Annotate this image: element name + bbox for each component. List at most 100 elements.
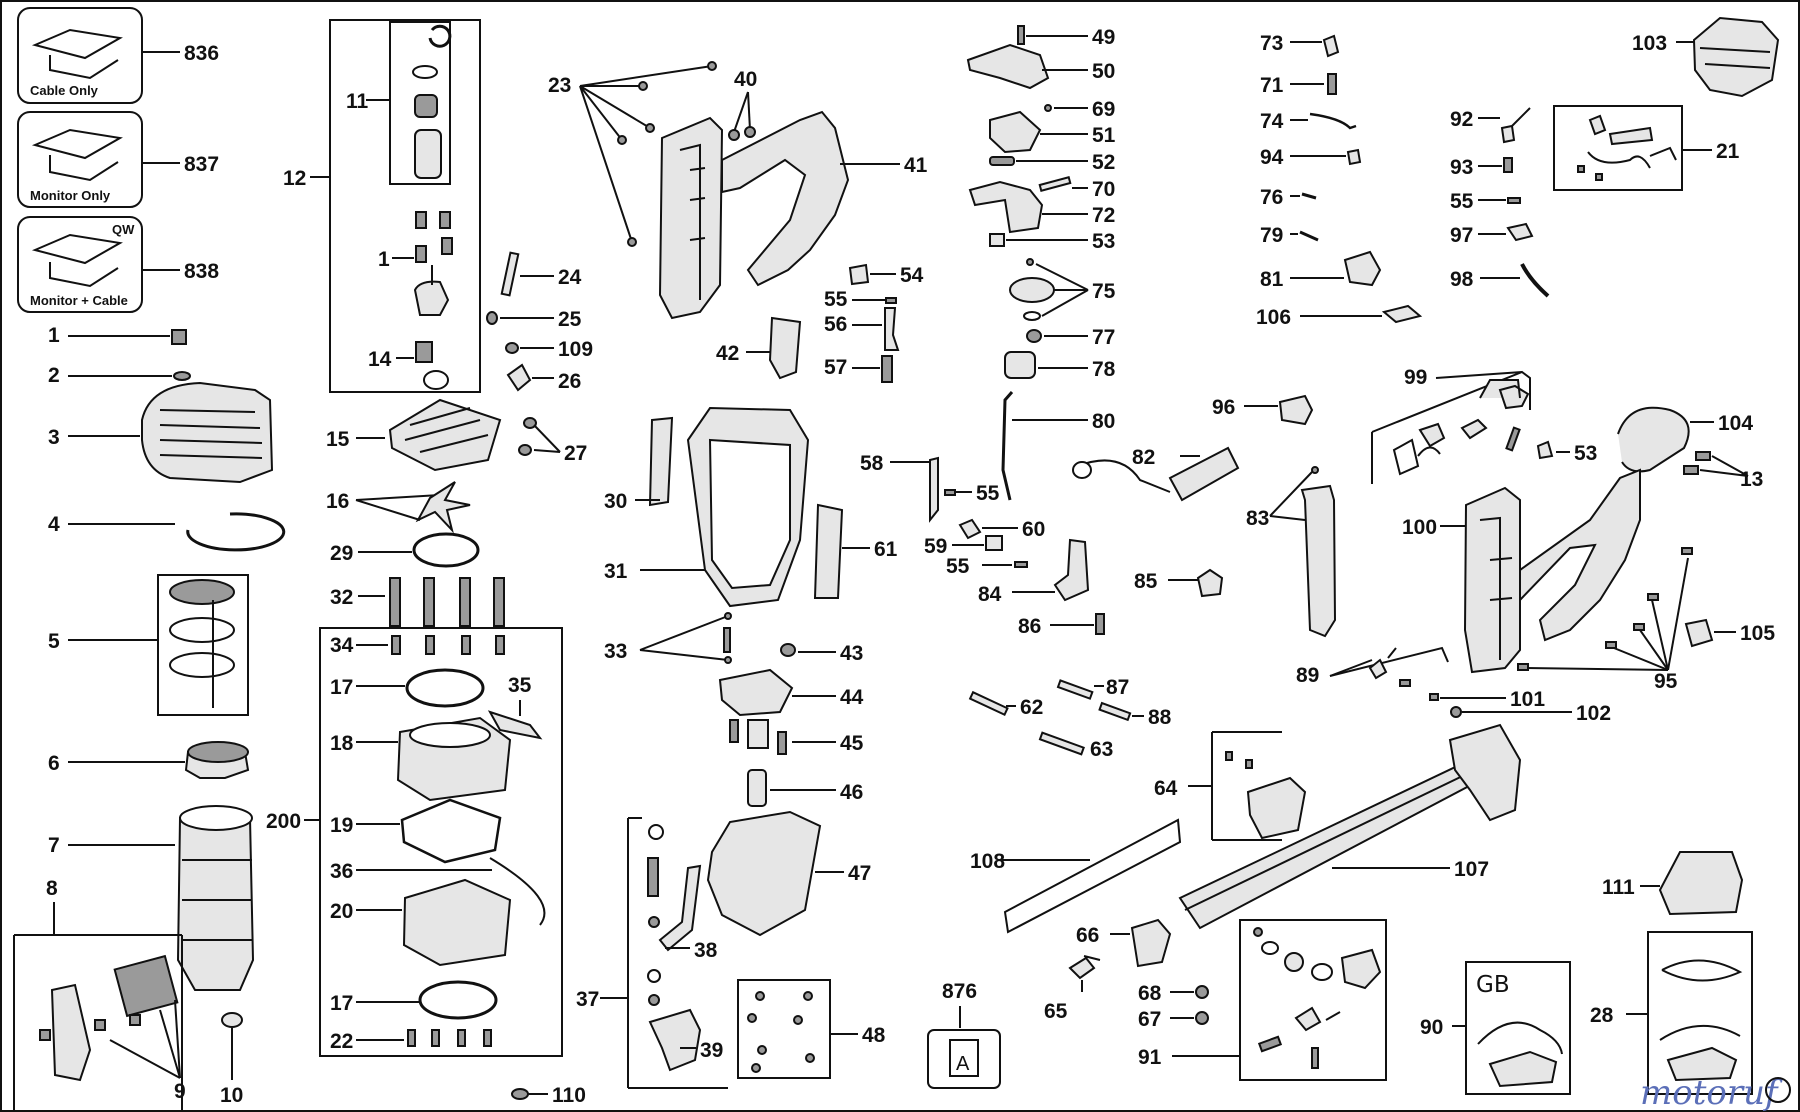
part-2: 2 <box>48 364 191 387</box>
kit-836: Cable Only 836 <box>17 7 219 104</box>
callout-101: 101 <box>1510 688 1545 711</box>
part-72: 72 <box>968 180 1115 234</box>
callout-98: 98 <box>1450 268 1474 291</box>
callout-83: 83 <box>1246 507 1269 530</box>
callout-65: 65 <box>1044 1000 1068 1023</box>
part-43: 43 <box>780 642 863 665</box>
rear-frame <box>1463 486 1521 674</box>
callout-107: 107 <box>1454 858 1489 881</box>
callout-77: 77 <box>1092 326 1115 349</box>
part-103: 103 <box>1632 16 1780 98</box>
callout-49: 49 <box>1092 26 1115 49</box>
part-75: 75 <box>1009 258 1116 321</box>
kit-838: QW Monitor + Cable 838 <box>17 216 219 313</box>
part-102: 102 <box>1450 702 1611 725</box>
callout-2: 2 <box>48 364 60 387</box>
kit-838-tag: QW <box>112 222 135 237</box>
part-108: 108 <box>970 818 1182 934</box>
callout-70: 70 <box>1092 178 1115 201</box>
callout-20: 20 <box>330 900 353 923</box>
belt-hook <box>1617 406 1690 473</box>
callout-22: 22 <box>330 1030 353 1053</box>
callout-72: 72 <box>1092 204 1115 227</box>
part-23: 23 <box>548 61 717 247</box>
callout-8: 8 <box>46 877 58 900</box>
part-66: 66 <box>1076 918 1172 968</box>
part-109: 109 <box>505 338 593 361</box>
callout-17a: 17 <box>330 676 353 699</box>
part-60: 60 <box>958 518 1045 541</box>
part-64: 64 <box>1154 731 1307 841</box>
part-97: 97 <box>1450 222 1534 247</box>
part-26: 26 <box>506 363 581 393</box>
part-78: 78 <box>1004 351 1116 381</box>
callout-55d: 55 <box>1450 190 1474 213</box>
callout-838: 838 <box>184 260 219 283</box>
charger <box>1658 851 1744 916</box>
part-876: 876 A <box>927 980 1001 1089</box>
callout-58: 58 <box>860 452 884 475</box>
callout-69: 69 <box>1092 98 1115 121</box>
callout-4: 4 <box>48 513 60 536</box>
callout-21: 21 <box>1716 140 1740 163</box>
part-55a: 55 <box>824 288 897 311</box>
callout-36: 36 <box>330 860 353 883</box>
callout-52: 52 <box>1092 151 1115 174</box>
callout-85: 85 <box>1134 570 1158 593</box>
callout-51: 51 <box>1092 124 1116 147</box>
part-110: 110 <box>511 1084 586 1107</box>
callout-64: 64 <box>1154 777 1178 800</box>
callout-59: 59 <box>924 535 947 558</box>
callout-93: 93 <box>1450 156 1473 179</box>
fan-housing <box>388 398 502 472</box>
part-93: 93 <box>1450 156 1513 179</box>
callout-57: 57 <box>824 356 847 379</box>
callout-91: 91 <box>1138 1046 1162 1069</box>
kit-836-image <box>31 28 123 80</box>
callout-27: 27 <box>564 442 587 465</box>
callout-90: 90 <box>1420 1016 1443 1039</box>
callout-76: 76 <box>1260 186 1283 209</box>
part-51: 51 <box>989 110 1116 154</box>
part-42: 42 <box>716 316 802 380</box>
callout-79: 79 <box>1260 224 1283 247</box>
trigger-plate <box>966 43 1050 90</box>
part-101: 101 <box>1440 688 1545 711</box>
callout-111: 111 <box>1602 876 1635 899</box>
part-99: 99 <box>1371 366 1531 484</box>
callout-42: 42 <box>716 342 739 365</box>
part-41: 41 <box>658 110 928 320</box>
callout-53a: 53 <box>1092 230 1115 253</box>
part-68: 68 <box>1138 982 1209 1005</box>
callout-30: 30 <box>604 490 627 513</box>
part-13: 13 <box>1683 451 1763 491</box>
kit-838-image <box>31 233 123 288</box>
nose-guard <box>706 810 822 937</box>
callout-39: 39 <box>700 1039 723 1062</box>
callout-104: 104 <box>1718 412 1753 435</box>
callout-81: 81 <box>1260 268 1284 291</box>
callout-17b: 17 <box>330 992 353 1015</box>
part-4: 4 <box>48 512 286 552</box>
callout-103: 103 <box>1632 32 1667 55</box>
callout-35: 35 <box>508 674 532 697</box>
part-85: 85 <box>1134 568 1224 598</box>
part-71: 71 <box>1260 73 1337 97</box>
part-54: 54 <box>848 263 924 287</box>
part-44: 44 <box>718 668 864 717</box>
part-82: 82 <box>1072 446 1240 502</box>
callout-100: 100 <box>1402 516 1437 539</box>
part-37: 37 <box>576 817 728 1089</box>
callout-95: 95 <box>1654 670 1678 693</box>
part-55d: 55 <box>1450 190 1521 213</box>
part-48: 48 <box>737 979 886 1079</box>
callout-89: 89 <box>1296 664 1319 687</box>
callout-18: 18 <box>330 732 354 755</box>
callout-97: 97 <box>1450 224 1473 247</box>
part-53a: 53 <box>989 230 1115 253</box>
part-94: 94 <box>1260 146 1362 169</box>
nose-plate <box>718 668 794 717</box>
callout-32: 32 <box>330 586 353 609</box>
part-92: 92 <box>1450 107 1531 144</box>
part-47: 47 <box>706 810 871 937</box>
